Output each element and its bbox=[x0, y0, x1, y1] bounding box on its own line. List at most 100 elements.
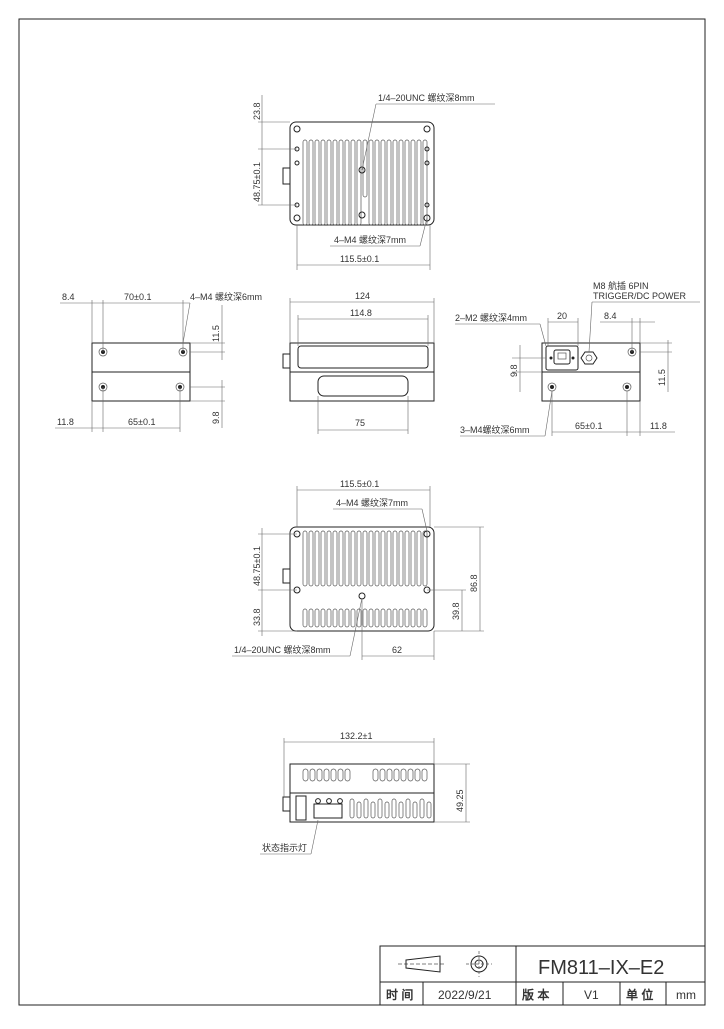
cooling-fin bbox=[368, 139, 374, 226]
cooling-fin bbox=[374, 139, 380, 226]
cooling-fin bbox=[386, 139, 392, 226]
cooling-fin bbox=[416, 139, 422, 226]
bottom-dim-left-low: 33.8 bbox=[252, 608, 262, 626]
cooling-fin bbox=[320, 139, 326, 226]
cooling-fin bbox=[398, 608, 404, 628]
right-dim-right-height: 11.5 bbox=[657, 369, 667, 386]
left-dim-edge: 8.4 bbox=[62, 292, 75, 302]
cooling-fin bbox=[377, 798, 383, 819]
cooling-fin bbox=[350, 530, 356, 587]
bottom-dim-height: 86.8 bbox=[469, 574, 479, 592]
cooling-fin bbox=[392, 139, 398, 226]
bottom-dim-right-low: 39.8 bbox=[451, 602, 461, 620]
top-view: 23.8 48.75±0.1 1/4–20UNC 螺纹深8mm 4–M4 螺纹深… bbox=[252, 92, 495, 270]
cooling-fin bbox=[368, 530, 374, 587]
left-dim-hole-span: 70±0.1 bbox=[124, 292, 151, 302]
top-dim-width: 115.5±0.1 bbox=[340, 254, 379, 264]
cooling-fin bbox=[392, 608, 398, 628]
side-vent-slots bbox=[302, 768, 432, 819]
cooling-fin bbox=[380, 139, 386, 226]
cooling-fin bbox=[368, 608, 374, 628]
dim-top-offset: 23.8 bbox=[252, 102, 262, 120]
connector-note-line2: TRIGGER/DC POWER bbox=[593, 291, 687, 301]
cooling-fin bbox=[316, 768, 323, 782]
cooling-fin bbox=[330, 768, 337, 782]
connector-note-line1: M8 航插 6PIN bbox=[593, 280, 649, 291]
cooling-fin bbox=[332, 139, 338, 226]
cooling-fin bbox=[416, 530, 422, 587]
cooling-fin bbox=[410, 139, 416, 226]
cooling-fin bbox=[320, 530, 326, 587]
front-view: 124 114.8 75 bbox=[282, 291, 435, 434]
cooling-fin bbox=[410, 608, 416, 628]
right-m2-note: 2–M2 螺纹深4mm bbox=[455, 312, 527, 323]
cooling-fin bbox=[419, 798, 425, 819]
projection-symbol-icon bbox=[398, 951, 492, 977]
front-top-panel bbox=[297, 345, 429, 369]
cooling-fin bbox=[356, 139, 362, 226]
cooling-fin bbox=[407, 768, 414, 782]
unit-value: mm bbox=[676, 988, 696, 1002]
cooling-fin bbox=[380, 608, 386, 628]
cooling-fin bbox=[302, 768, 309, 782]
cooling-fin bbox=[344, 139, 350, 226]
cooling-fin bbox=[422, 608, 428, 628]
cooling-fin bbox=[302, 608, 308, 628]
bottom-dim-width: 115.5±0.1 bbox=[340, 479, 379, 489]
cooling-fin bbox=[344, 530, 350, 587]
cooling-fin bbox=[338, 530, 344, 587]
cooling-fin bbox=[323, 768, 330, 782]
tripod-hole bbox=[358, 166, 366, 174]
cooling-fin bbox=[404, 530, 410, 587]
side-dim-height: 49.25 bbox=[455, 789, 465, 812]
cooling-fin bbox=[356, 530, 362, 587]
cooling-fin bbox=[320, 608, 326, 628]
status-led bbox=[326, 798, 332, 804]
cooling-fin bbox=[386, 608, 392, 628]
cooling-fin bbox=[404, 139, 410, 226]
cooling-fin bbox=[344, 608, 350, 628]
cooling-fin bbox=[337, 768, 344, 782]
bottom-dim-62: 62 bbox=[392, 645, 402, 655]
front-dim-overall: 124 bbox=[355, 291, 370, 301]
cooling-fin bbox=[379, 768, 386, 782]
cooling-fin bbox=[350, 139, 356, 226]
cooling-fin bbox=[422, 139, 428, 226]
cooling-fin bbox=[363, 798, 369, 819]
cooling-fin bbox=[386, 768, 393, 782]
time-label: 时 间 bbox=[386, 987, 413, 1002]
bottom-dim-hole-spacing: 48.75±0.1 bbox=[252, 546, 262, 586]
bottom-m4-note: 4–M4 螺纹深7mm bbox=[336, 497, 408, 508]
side-view: 132.2±1 49.25 状态指示灯 bbox=[260, 731, 470, 855]
cooling-fin bbox=[326, 530, 332, 587]
right-dim-left-height: 9.8 bbox=[509, 364, 519, 377]
cooling-fin bbox=[332, 530, 338, 587]
cooling-fin bbox=[410, 530, 416, 587]
left-dim-bottom-span: 65±0.1 bbox=[128, 417, 155, 427]
cooling-fin bbox=[314, 139, 320, 226]
mount-hole bbox=[423, 125, 431, 133]
top-view-fins bbox=[302, 139, 428, 226]
cooling-fin bbox=[384, 801, 390, 819]
cooling-fin bbox=[362, 139, 368, 198]
cooling-fin bbox=[398, 139, 404, 226]
cooling-fin bbox=[326, 139, 332, 226]
right-dim-span: 65±0.1 bbox=[575, 421, 602, 431]
cooling-fin bbox=[405, 798, 411, 819]
cooling-fin bbox=[414, 768, 421, 782]
cooling-fin bbox=[400, 768, 407, 782]
cooling-fin bbox=[356, 801, 362, 819]
cooling-fin bbox=[309, 768, 316, 782]
front-dim-window: 75 bbox=[355, 418, 365, 428]
left-m4-note: 4–M4 螺纹深6mm bbox=[190, 291, 262, 302]
title-block: FM811–IX–E2 时 间 2022/9/21 版 本 V1 单 位 mm bbox=[379, 945, 706, 1006]
date-value: 2022/9/21 bbox=[438, 988, 492, 1002]
sheet-border bbox=[18, 18, 706, 1006]
top-m4-note: 4–M4 螺纹深7mm bbox=[334, 234, 406, 245]
connector-stub bbox=[282, 167, 291, 185]
cooling-fin bbox=[421, 768, 428, 782]
cooling-fin bbox=[350, 608, 356, 628]
cooling-fin bbox=[326, 608, 332, 628]
cooling-fin bbox=[308, 608, 314, 628]
left-dim-top: 11.5 bbox=[211, 325, 221, 342]
